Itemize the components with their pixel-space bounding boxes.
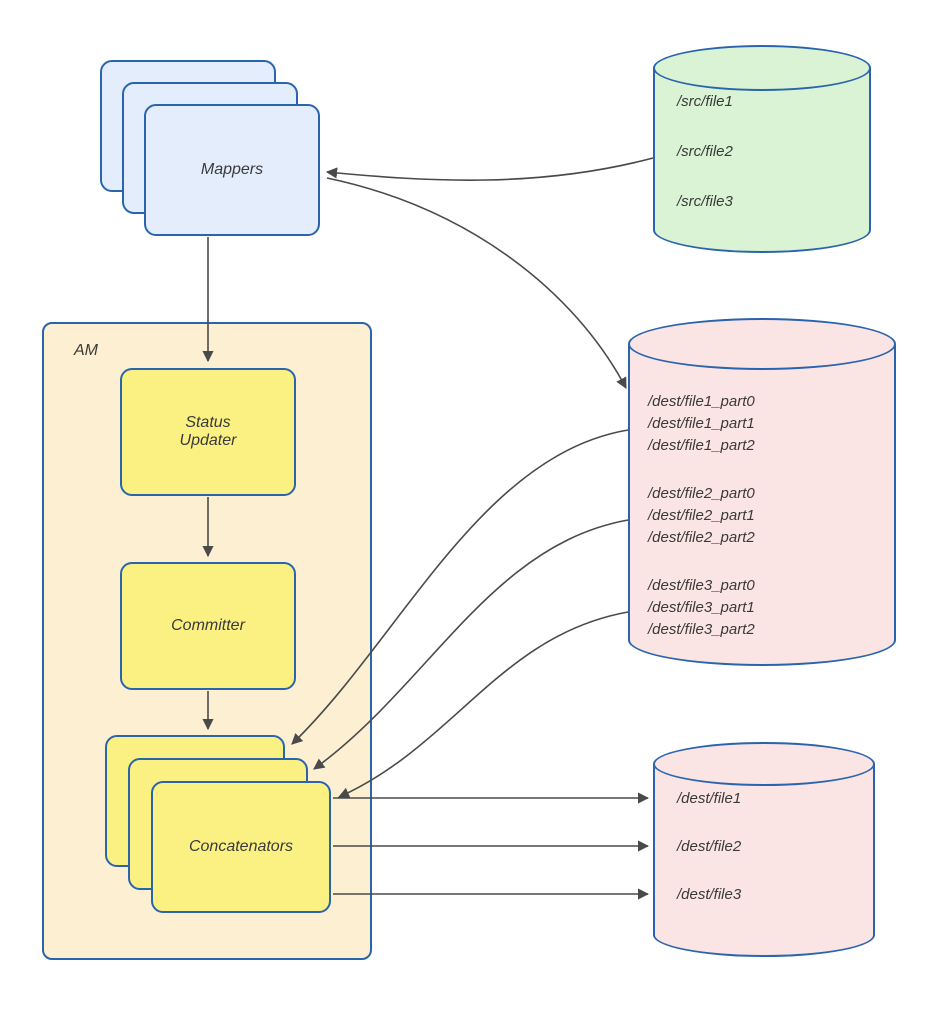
src-file-label: /src/file1: [677, 93, 733, 110]
parts-file-label: /dest/file1_part0: [648, 393, 755, 410]
parts-file-label: /dest/file2_part2: [648, 529, 755, 546]
parts-store-cylinder: /dest/file1_part0 /dest/file1_part1 /des…: [628, 318, 896, 666]
parts-store-cylinder-body: [628, 344, 896, 666]
parts-file-label: /dest/file2_part0: [648, 485, 755, 502]
committer-node: Committer: [120, 562, 296, 690]
mappers-label: Mappers: [200, 161, 264, 178]
src-store-cylinder-top: [653, 45, 871, 91]
src-file-label: /src/file3: [677, 193, 733, 210]
dest-file-label: /dest/file3: [677, 886, 742, 903]
dest-store-cylinder: /dest/file1 /dest/file2 /dest/file3: [653, 742, 875, 957]
src-file-label: /src/file2: [677, 143, 733, 160]
status-updater-node: Status Updater: [120, 368, 296, 496]
arrow-parts-to-concatenator-3: [337, 611, 629, 798]
parts-file-label: /dest/file1_part1: [648, 415, 755, 432]
parts-file-label: /dest/file3_part0: [648, 577, 755, 594]
src-store-cylinder: /src/file1 /src/file2 /src/file3: [653, 45, 871, 253]
concatenators-card-front: Concatenators: [151, 781, 331, 913]
parts-store-cylinder-top: [628, 318, 896, 370]
parts-file-label: /dest/file3_part2: [648, 621, 755, 638]
dest-file-label: /dest/file2: [677, 838, 742, 855]
parts-file-label: /dest/file2_part1: [648, 507, 755, 524]
committer-label: Committer: [171, 617, 245, 634]
concatenators-label: Concatenators: [188, 838, 294, 855]
dest-file-label: /dest/file1: [677, 790, 742, 807]
dest-store-cylinder-body: [653, 764, 875, 957]
dest-store-cylinder-top: [653, 742, 875, 786]
src-store-cylinder-body: [653, 68, 871, 253]
mappers-card-front: Mappers: [144, 104, 320, 236]
status-updater-label: Status Updater: [179, 414, 237, 449]
parts-file-label: /dest/file3_part1: [648, 599, 755, 616]
arrow-src-to-mappers: [325, 157, 654, 181]
am-label: AM: [74, 342, 98, 359]
parts-file-label: /dest/file1_part2: [648, 437, 755, 454]
